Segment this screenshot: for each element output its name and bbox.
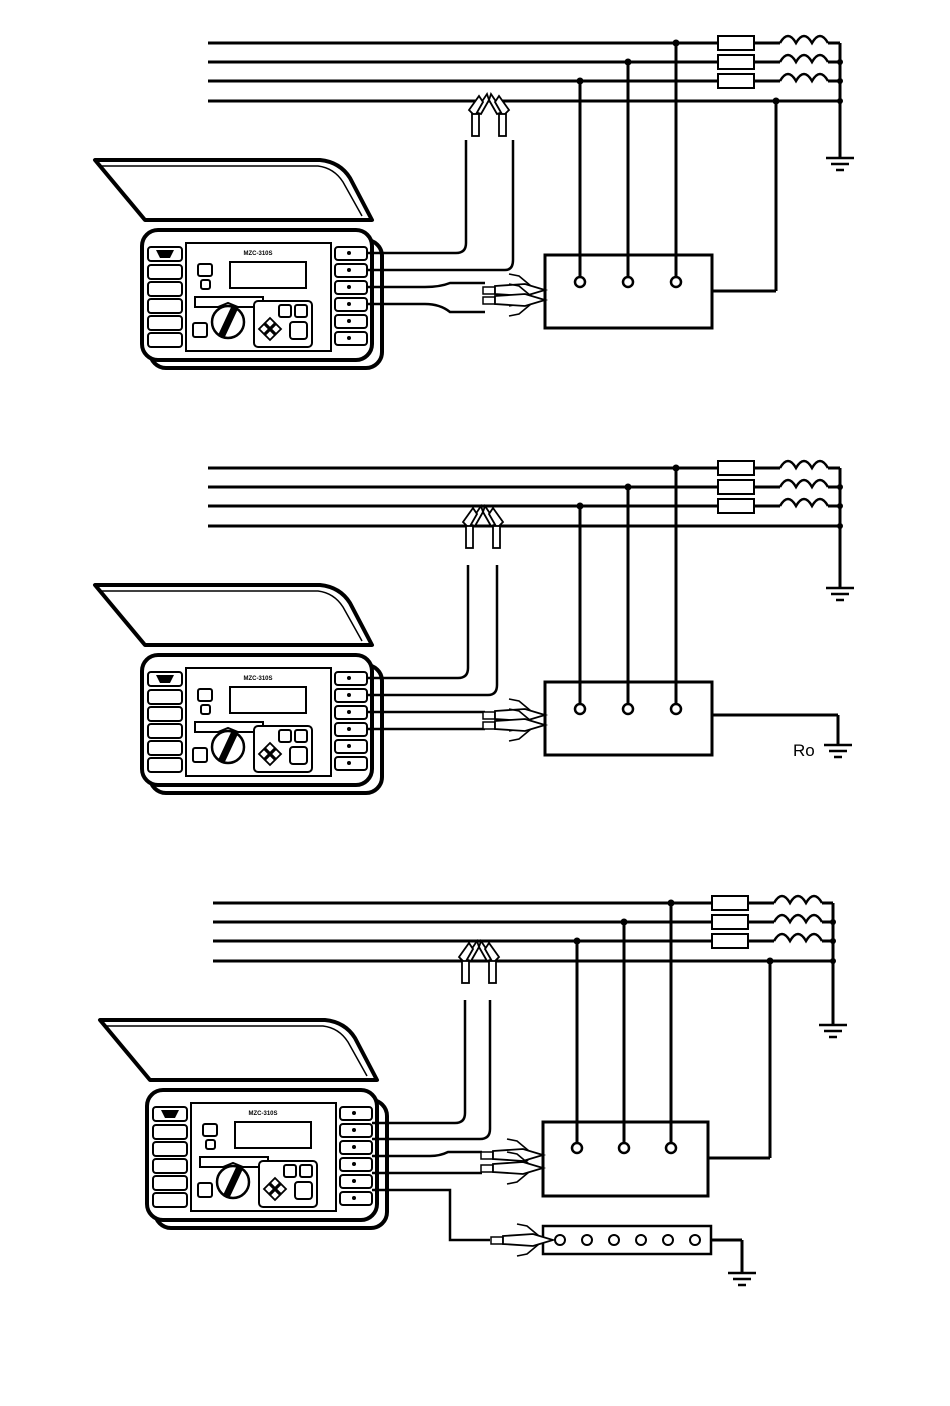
meter-model-label: MZC-310S bbox=[243, 676, 272, 682]
clamp-clip-icon bbox=[469, 94, 509, 136]
ground-label: Ro bbox=[793, 741, 815, 760]
fuses bbox=[718, 36, 754, 88]
ground-icon bbox=[826, 158, 854, 170]
fuses bbox=[718, 461, 754, 513]
figure-1: MZC-310S bbox=[95, 36, 854, 368]
ground-icon bbox=[824, 745, 852, 757]
meter: MZC-310S bbox=[95, 585, 382, 793]
figure-3: MZC-310S bbox=[100, 896, 847, 1285]
ground-icon bbox=[819, 1025, 847, 1037]
figure-2: Ro MZC-310S bbox=[95, 461, 854, 793]
supply-lines bbox=[208, 43, 840, 101]
supply-lines bbox=[208, 468, 840, 526]
meter: MZC-310S bbox=[95, 160, 382, 368]
transformer-coils bbox=[774, 896, 822, 941]
transformer-coils bbox=[780, 36, 828, 81]
ground-icon bbox=[728, 1273, 756, 1285]
ground-bar bbox=[543, 1226, 711, 1254]
meter-model-label: MZC-310S bbox=[243, 251, 272, 257]
supply-lines bbox=[213, 903, 833, 961]
fuses bbox=[712, 896, 748, 948]
ground-icon bbox=[826, 588, 854, 600]
meter: MZC-310S bbox=[100, 1020, 387, 1228]
meter-model-label: MZC-310S bbox=[248, 1111, 277, 1117]
transformer-coils bbox=[780, 461, 828, 506]
